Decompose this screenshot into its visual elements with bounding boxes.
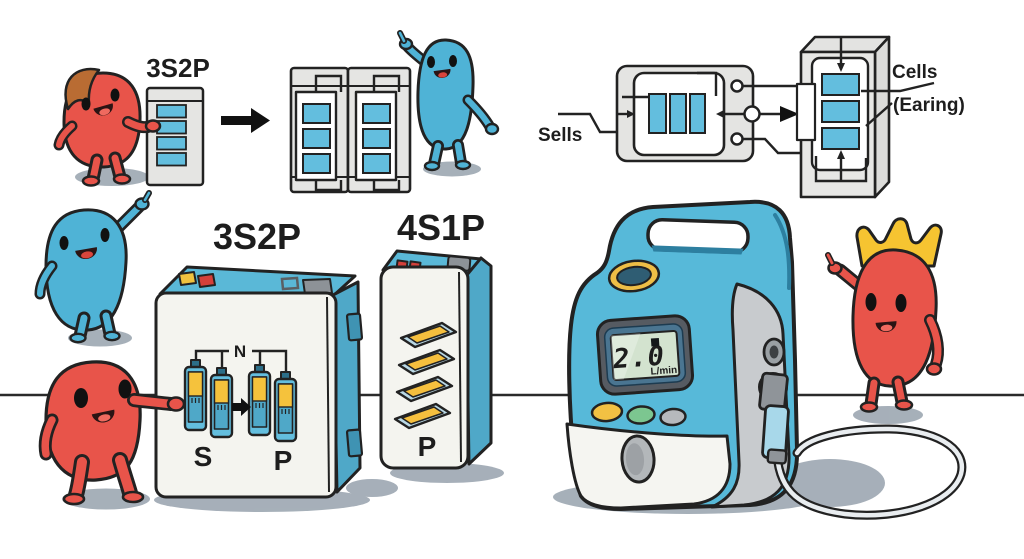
right-arrow-icon [780,106,799,122]
button-green[interactable] [626,405,656,425]
flow-value: 2.0 [611,341,666,376]
mascot-mouth [433,68,451,79]
mascot-hand [166,396,186,412]
mascot-eye [895,294,907,312]
mascot-body [416,38,475,151]
pack-chip-red [197,273,216,288]
dual-battery-panels [289,66,412,194]
series-label: S [194,441,213,472]
cell-module-diagram: Sells [538,64,801,163]
mascot-mouth [875,321,897,332]
battery-4s1p: P [379,249,493,470]
oxygen-concentrator: 2.0 L/min [565,199,967,520]
button-gray[interactable] [659,407,687,427]
mascot-hand [144,119,162,133]
device-power-button[interactable] [607,258,661,295]
battery-pack-3s2p: N S P [154,265,364,499]
mascot-eye [81,97,91,111]
battery-p-label: P [418,431,437,462]
cells-label: Cells [892,62,937,83]
red-mascot-bottom [38,360,186,506]
red-mascot-topleft [53,67,162,187]
mascot-mouth [91,409,115,423]
mascot-body [44,360,142,482]
pack-chip-yellow [178,271,197,286]
right-arrow-icon [221,108,270,133]
mascot-eye [865,293,877,311]
sells-label: Sells [538,125,582,146]
module-cells [648,93,706,134]
device-vent [620,434,656,484]
mascot-eye [100,228,110,242]
mascot-hair [64,67,101,111]
mascot-mouth [75,247,97,260]
cell-box-3d: Cells (Earing) [795,35,965,199]
parallel-label: P [274,445,293,476]
mascot-eye [74,388,88,408]
panel-cells [302,103,391,174]
right-arrow-icon [232,398,251,416]
button-yellow[interactable] [590,401,624,423]
hose-tube [774,426,965,518]
mascot-body [851,248,938,388]
battery-config-label: 4S1P [397,207,485,248]
blue-mascot-mid [34,190,152,344]
pack-connector-small [280,276,300,291]
terminal-circle [730,132,744,146]
device-handle [646,217,750,255]
lcd-indicator-dot [650,337,660,347]
connector-circle [743,105,761,123]
mascot-mouth [93,103,113,116]
mascot-eye [427,56,435,68]
blue-mascot-top [397,30,500,172]
earing-label: (Earing) [893,95,965,116]
mascot-eye [110,88,120,102]
lcd-display: 2.0 L/min [595,314,695,396]
mascot-eye [59,236,69,250]
red-mascot-crown [825,217,944,413]
terminal-circle [730,79,744,93]
panel-cells [156,104,187,167]
flow-unit: L/min [650,365,677,378]
mascot-eye [118,379,132,399]
mascot-eye [449,55,457,67]
pack-connector [302,278,333,295]
panel-config-label: 3S2P [146,53,210,83]
small-battery-panel [145,86,205,187]
box-cells [821,73,860,150]
node-n-label: N [234,342,246,361]
pack-config-label: 3S2P [213,216,301,257]
flat-cells [393,321,458,430]
